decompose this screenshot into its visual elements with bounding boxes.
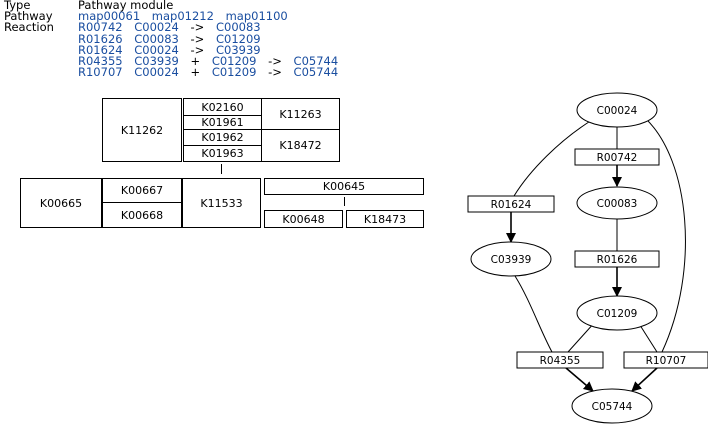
reaction-line: R00742 C00024 -> C00083: [78, 20, 261, 35]
pathway-link[interactable]: map01212: [151, 9, 214, 24]
reaction-link[interactable]: R01626: [78, 31, 123, 46]
reaction-line: R01626 C00083 -> C01209: [78, 31, 261, 46]
node-label: C00024: [597, 105, 638, 117]
type-label: Type: [4, 0, 31, 12]
reaction-link[interactable]: R04355: [78, 54, 123, 69]
graph-edge: [513, 119, 593, 197]
ko-box-k18472[interactable]: K18472: [261, 129, 340, 162]
compound-link[interactable]: C05744: [293, 54, 339, 69]
node-label: C03939: [491, 254, 532, 266]
compound-link[interactable]: C00024: [134, 65, 179, 80]
pathway-link[interactable]: map00061: [78, 9, 141, 24]
ko-box-k01963[interactable]: K01963: [183, 145, 262, 162]
node-label: R01624: [491, 199, 532, 211]
compound-node-c05744[interactable]: C05744: [571, 388, 653, 424]
type-value: Pathway module: [78, 0, 174, 12]
ko-box-k00668[interactable]: K00668: [102, 202, 182, 228]
reaction-list: R00742 C00024 -> C00083 R01626 C00083 ->…: [78, 22, 346, 78]
reaction-line: R01624 C00024 -> C03939: [78, 42, 261, 57]
graph-edges: [506, 117, 686, 392]
compound-link[interactable]: C03939: [215, 42, 261, 57]
reaction-line: R10707 C00024 + C01209 -> C05744: [78, 65, 339, 80]
reaction-row: Reaction R00742 C00024 -> C00083 R01626 …: [4, 22, 346, 78]
compound-link[interactable]: C00024: [134, 20, 179, 35]
node-label: R10707: [646, 355, 687, 367]
graph-edge: [565, 367, 594, 392]
pathway-link[interactable]: map01100: [225, 9, 288, 24]
type-row: Type Pathway module: [4, 0, 346, 11]
module-info: Type Pathway module Pathway map00061 map…: [4, 0, 346, 78]
compound-node-c03939[interactable]: C03939: [470, 241, 552, 277]
compound-link[interactable]: C05744: [293, 65, 339, 80]
ko-box-k11533[interactable]: K11533: [182, 178, 261, 228]
pathway-row: Pathway map00061 map01212 map01100: [4, 9, 346, 24]
ko-box-k00648[interactable]: K00648: [264, 210, 343, 228]
compound-node-c01209[interactable]: C01209: [576, 295, 658, 331]
compound-link[interactable]: C00024: [134, 42, 179, 57]
graph-edge: [644, 117, 686, 353]
node-label: R01626: [597, 254, 638, 266]
ko-box-k01962[interactable]: K01962: [183, 129, 262, 146]
pathway-label: Pathway: [4, 9, 53, 24]
reaction-link[interactable]: R01624: [78, 42, 123, 57]
reaction-node-r10707[interactable]: R10707: [623, 351, 708, 369]
node-label: C00083: [597, 198, 638, 210]
compound-link[interactable]: C03939: [134, 54, 179, 69]
compound-link[interactable]: C00083: [215, 20, 261, 35]
node-label: R04355: [540, 355, 581, 367]
connector-line: [221, 164, 222, 174]
graph-edge: [631, 367, 658, 392]
graph-edge: [567, 321, 596, 353]
compound-link[interactable]: C00083: [134, 31, 179, 46]
reaction-line: R04355 C03939 + C01209 -> C05744: [78, 54, 339, 69]
graph-edge: [514, 275, 553, 353]
connector-line: [344, 197, 345, 206]
compound-link[interactable]: C01209: [215, 31, 261, 46]
ko-box-k11263[interactable]: K11263: [261, 98, 340, 130]
node-label: C05744: [592, 401, 633, 413]
node-label: C01209: [597, 308, 638, 320]
node-label: R00742: [597, 152, 638, 164]
ko-box-k00645[interactable]: K00645: [264, 178, 424, 195]
reaction-node-r04355[interactable]: R04355: [516, 351, 604, 369]
reaction-node-r01626[interactable]: R01626: [574, 250, 660, 268]
ko-box-k01961[interactable]: K01961: [183, 115, 262, 130]
ko-box-k00667[interactable]: K00667: [102, 178, 182, 203]
compound-link[interactable]: C01209: [211, 65, 257, 80]
ko-box-k18473[interactable]: K18473: [346, 210, 424, 228]
compound-node-c00083[interactable]: C00083: [576, 186, 658, 220]
reaction-link[interactable]: R00742: [78, 20, 123, 35]
reaction-node-r01624[interactable]: R01624: [467, 195, 555, 213]
compound-node-c00024[interactable]: C00024: [576, 92, 658, 128]
ko-box-k11262[interactable]: K11262: [102, 98, 182, 162]
reaction-label: Reaction: [4, 20, 54, 35]
compound-link[interactable]: C01209: [211, 54, 257, 69]
ko-box-k00665[interactable]: K00665: [20, 178, 102, 228]
reaction-link[interactable]: R10707: [78, 65, 123, 80]
reaction-node-r00742[interactable]: R00742: [574, 148, 660, 166]
